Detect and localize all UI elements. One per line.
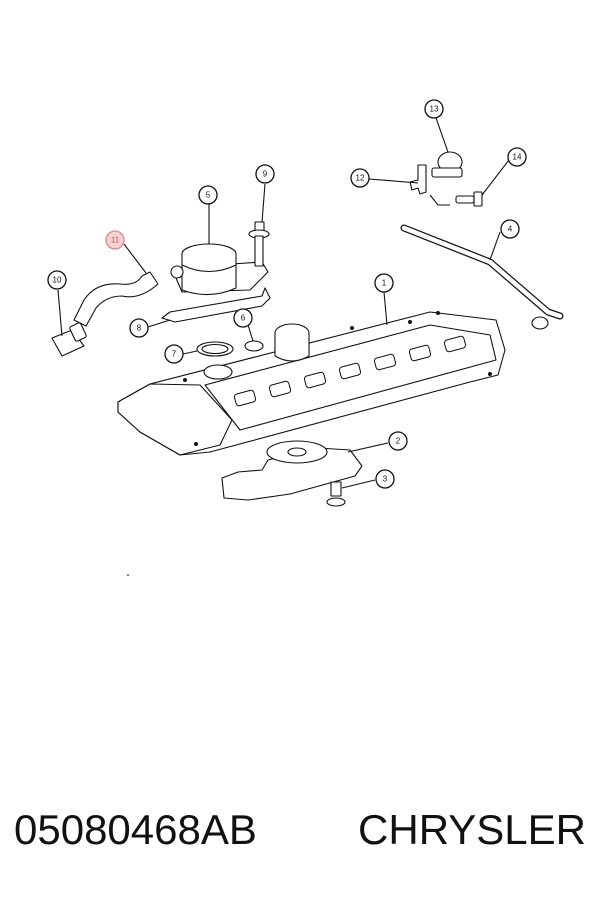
svg-text:9: 9 <box>263 170 268 179</box>
svg-text:8: 8 <box>137 324 142 333</box>
callout-1: 1 <box>374 273 394 293</box>
svg-text:10: 10 <box>53 276 62 285</box>
svg-text:13: 13 <box>430 105 439 114</box>
hose-fitting <box>51 322 87 357</box>
seal-ring <box>244 340 264 352</box>
callout-3: 3 <box>375 469 395 489</box>
bracket <box>409 164 427 195</box>
part-caption: 05080468AB CHRYSLER <box>0 800 600 860</box>
separator-gasket <box>161 287 271 323</box>
callout-11-highlighted: 11 <box>105 230 125 250</box>
stray-dot <box>127 574 129 576</box>
callout-8: 8 <box>129 318 149 338</box>
svg-text:14: 14 <box>513 153 522 162</box>
svg-text:2: 2 <box>396 437 401 446</box>
brand-name: CHRYSLER <box>358 806 586 853</box>
callout-9: 9 <box>255 164 275 184</box>
svg-text:4: 4 <box>508 225 513 234</box>
svg-text:12: 12 <box>356 174 365 183</box>
callout-4: 4 <box>500 219 520 239</box>
o-ring <box>196 341 234 357</box>
svg-text:6: 6 <box>241 314 246 323</box>
callout-10: 10 <box>47 270 67 290</box>
callout-12: 12 <box>350 168 370 188</box>
baffle-cover <box>221 440 363 501</box>
svg-text:11: 11 <box>111 236 120 245</box>
part-number: 05080468AB <box>14 806 257 853</box>
svg-text:3: 3 <box>383 475 388 484</box>
svg-text:7: 7 <box>172 350 177 359</box>
callout-5: 5 <box>198 185 218 205</box>
svg-text:5: 5 <box>206 191 211 200</box>
oil-separator <box>170 243 269 296</box>
baffle-screw <box>326 481 346 507</box>
hose-clamp <box>431 151 463 178</box>
vent-tube <box>400 224 564 330</box>
valve-cover <box>117 311 506 456</box>
leader-lines <box>57 117 510 489</box>
callout-6: 6 <box>233 308 253 328</box>
mounting-bolt <box>248 221 270 267</box>
breather-hose <box>73 271 159 327</box>
callout-2: 2 <box>388 431 408 451</box>
bracket-bolt <box>455 191 483 207</box>
svg-text:1: 1 <box>382 279 387 288</box>
callout-13: 13 <box>424 99 444 119</box>
callout-7: 7 <box>164 344 184 364</box>
exploded-parts-diagram: 1 2 3 4 5 6 7 8 9 10 11 12 13 14 <box>47 99 564 576</box>
callout-14: 14 <box>507 147 527 167</box>
